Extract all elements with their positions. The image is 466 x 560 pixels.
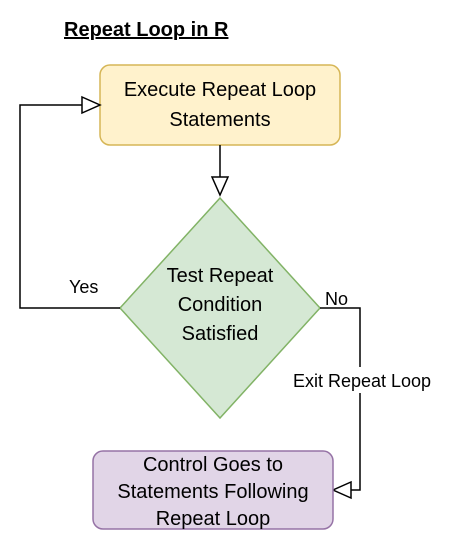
exit-label: Exit Repeat Loop [293, 371, 431, 391]
condition-node-line-3: Satisfied [182, 323, 259, 345]
yes-label: Yes [69, 277, 98, 297]
execute-node-line-1: Execute Repeat Loop [124, 79, 316, 101]
condition-node: Test Repeat Condition Satisfied [118, 196, 322, 420]
after-node-box [92, 450, 334, 530]
after-node-line-1: Control Goes to [143, 454, 283, 476]
condition-node-line-2: Condition [178, 294, 263, 316]
edge-yes-loop-back [19, 104, 120, 309]
arrowhead-into-condition [210, 176, 230, 197]
edge-no-exit [320, 307, 361, 491]
after-node-line-2: Statements Following [117, 481, 308, 503]
condition-node-diamond [118, 196, 322, 420]
execute-node-box [99, 64, 341, 146]
execute-node-line-2: Statements [169, 109, 270, 131]
after-node-line-3: Repeat Loop [156, 508, 271, 530]
condition-node-line-1: Test Repeat [167, 265, 274, 287]
no-label: No [325, 289, 348, 309]
execute-node: Execute Repeat Loop Statements [99, 64, 341, 146]
diagram-title: Repeat Loop in R [64, 19, 229, 41]
after-node: Control Goes to Statements Following Rep… [92, 450, 334, 530]
arrowhead-into-execute [81, 95, 102, 115]
arrowhead-into-after [331, 480, 352, 500]
exit-label-background [276, 367, 448, 393]
